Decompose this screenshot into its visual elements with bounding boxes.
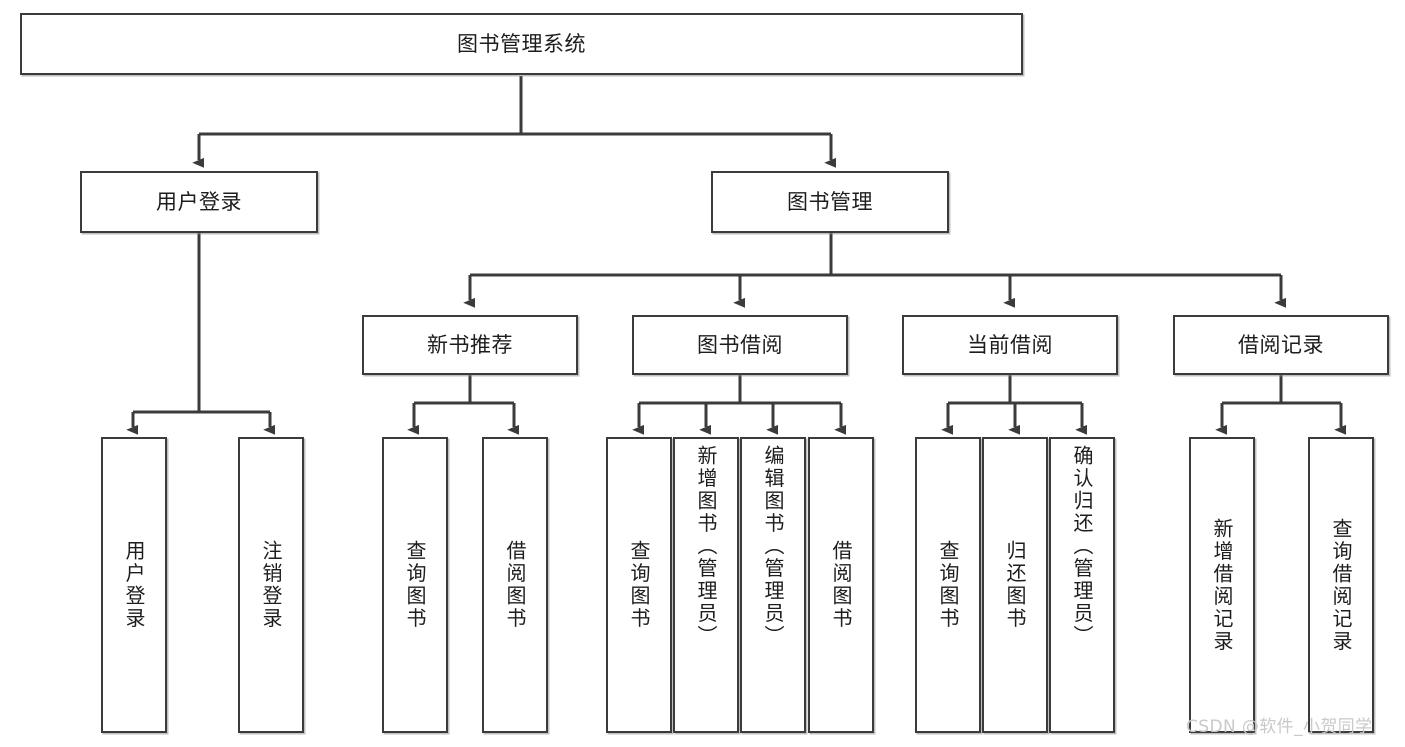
node-label: 借阅记录 bbox=[1238, 332, 1324, 357]
node-current-borrow[interactable]: 当前借阅 bbox=[902, 315, 1118, 375]
leaf-book-borrow-add-book-admin[interactable]: 新增图书（管理员） bbox=[673, 437, 739, 733]
node-label: 图书管理系统 bbox=[457, 31, 586, 56]
node-label: 查询借阅记录 bbox=[1329, 517, 1353, 653]
node-borrow-record[interactable]: 借阅记录 bbox=[1173, 315, 1389, 375]
node-user-login[interactable]: 用户登录 bbox=[80, 171, 318, 233]
leaf-user-login-login[interactable]: 用户登录 bbox=[101, 437, 167, 733]
node-new-book-recommend[interactable]: 新书推荐 bbox=[362, 315, 578, 375]
node-label: 借阅图书 bbox=[829, 540, 853, 630]
node-label: 借阅图书 bbox=[503, 540, 527, 630]
node-label: 新书推荐 bbox=[427, 332, 513, 357]
leaf-book-borrow-edit-book-admin[interactable]: 编辑图书（管理员） bbox=[740, 437, 806, 733]
node-label: 当前借阅 bbox=[967, 332, 1053, 357]
leaf-current-borrow-confirm-return-admin[interactable]: 确认归还（管理员） bbox=[1049, 437, 1115, 733]
node-label: 查询图书 bbox=[403, 540, 427, 630]
node-label: 归还图书 bbox=[1003, 540, 1027, 630]
leaf-current-borrow-return-book[interactable]: 归还图书 bbox=[982, 437, 1048, 733]
leaf-borrow-record-add-record[interactable]: 新增借阅记录 bbox=[1189, 437, 1255, 733]
leaf-borrow-record-query-record[interactable]: 查询借阅记录 bbox=[1308, 437, 1374, 733]
leaf-book-borrow-borrow-book[interactable]: 借阅图书 bbox=[808, 437, 874, 733]
node-label: 查询图书 bbox=[936, 540, 960, 630]
node-root-book-management-system[interactable]: 图书管理系统 bbox=[20, 13, 1023, 75]
node-label: 注销登录 bbox=[259, 540, 283, 630]
node-label: 新增图书（管理员） bbox=[694, 445, 718, 648]
node-label: 用户登录 bbox=[156, 189, 242, 214]
node-label: 新增借阅记录 bbox=[1210, 517, 1234, 653]
node-label: 图书借阅 bbox=[697, 332, 783, 357]
leaf-new-book-borrow-book[interactable]: 借阅图书 bbox=[482, 437, 548, 733]
node-book-management[interactable]: 图书管理 bbox=[711, 171, 949, 233]
node-label: 用户登录 bbox=[122, 540, 146, 630]
node-label: 确认归还（管理员） bbox=[1070, 445, 1094, 648]
node-label: 图书管理 bbox=[787, 189, 873, 214]
node-label: 查询图书 bbox=[627, 540, 651, 630]
node-label: 编辑图书（管理员） bbox=[761, 445, 785, 648]
leaf-new-book-query-book[interactable]: 查询图书 bbox=[382, 437, 448, 733]
node-book-borrow[interactable]: 图书借阅 bbox=[632, 315, 848, 375]
leaf-user-login-logout[interactable]: 注销登录 bbox=[238, 437, 304, 733]
leaf-book-borrow-query-book[interactable]: 查询图书 bbox=[606, 437, 672, 733]
leaf-current-borrow-query-book[interactable]: 查询图书 bbox=[915, 437, 981, 733]
